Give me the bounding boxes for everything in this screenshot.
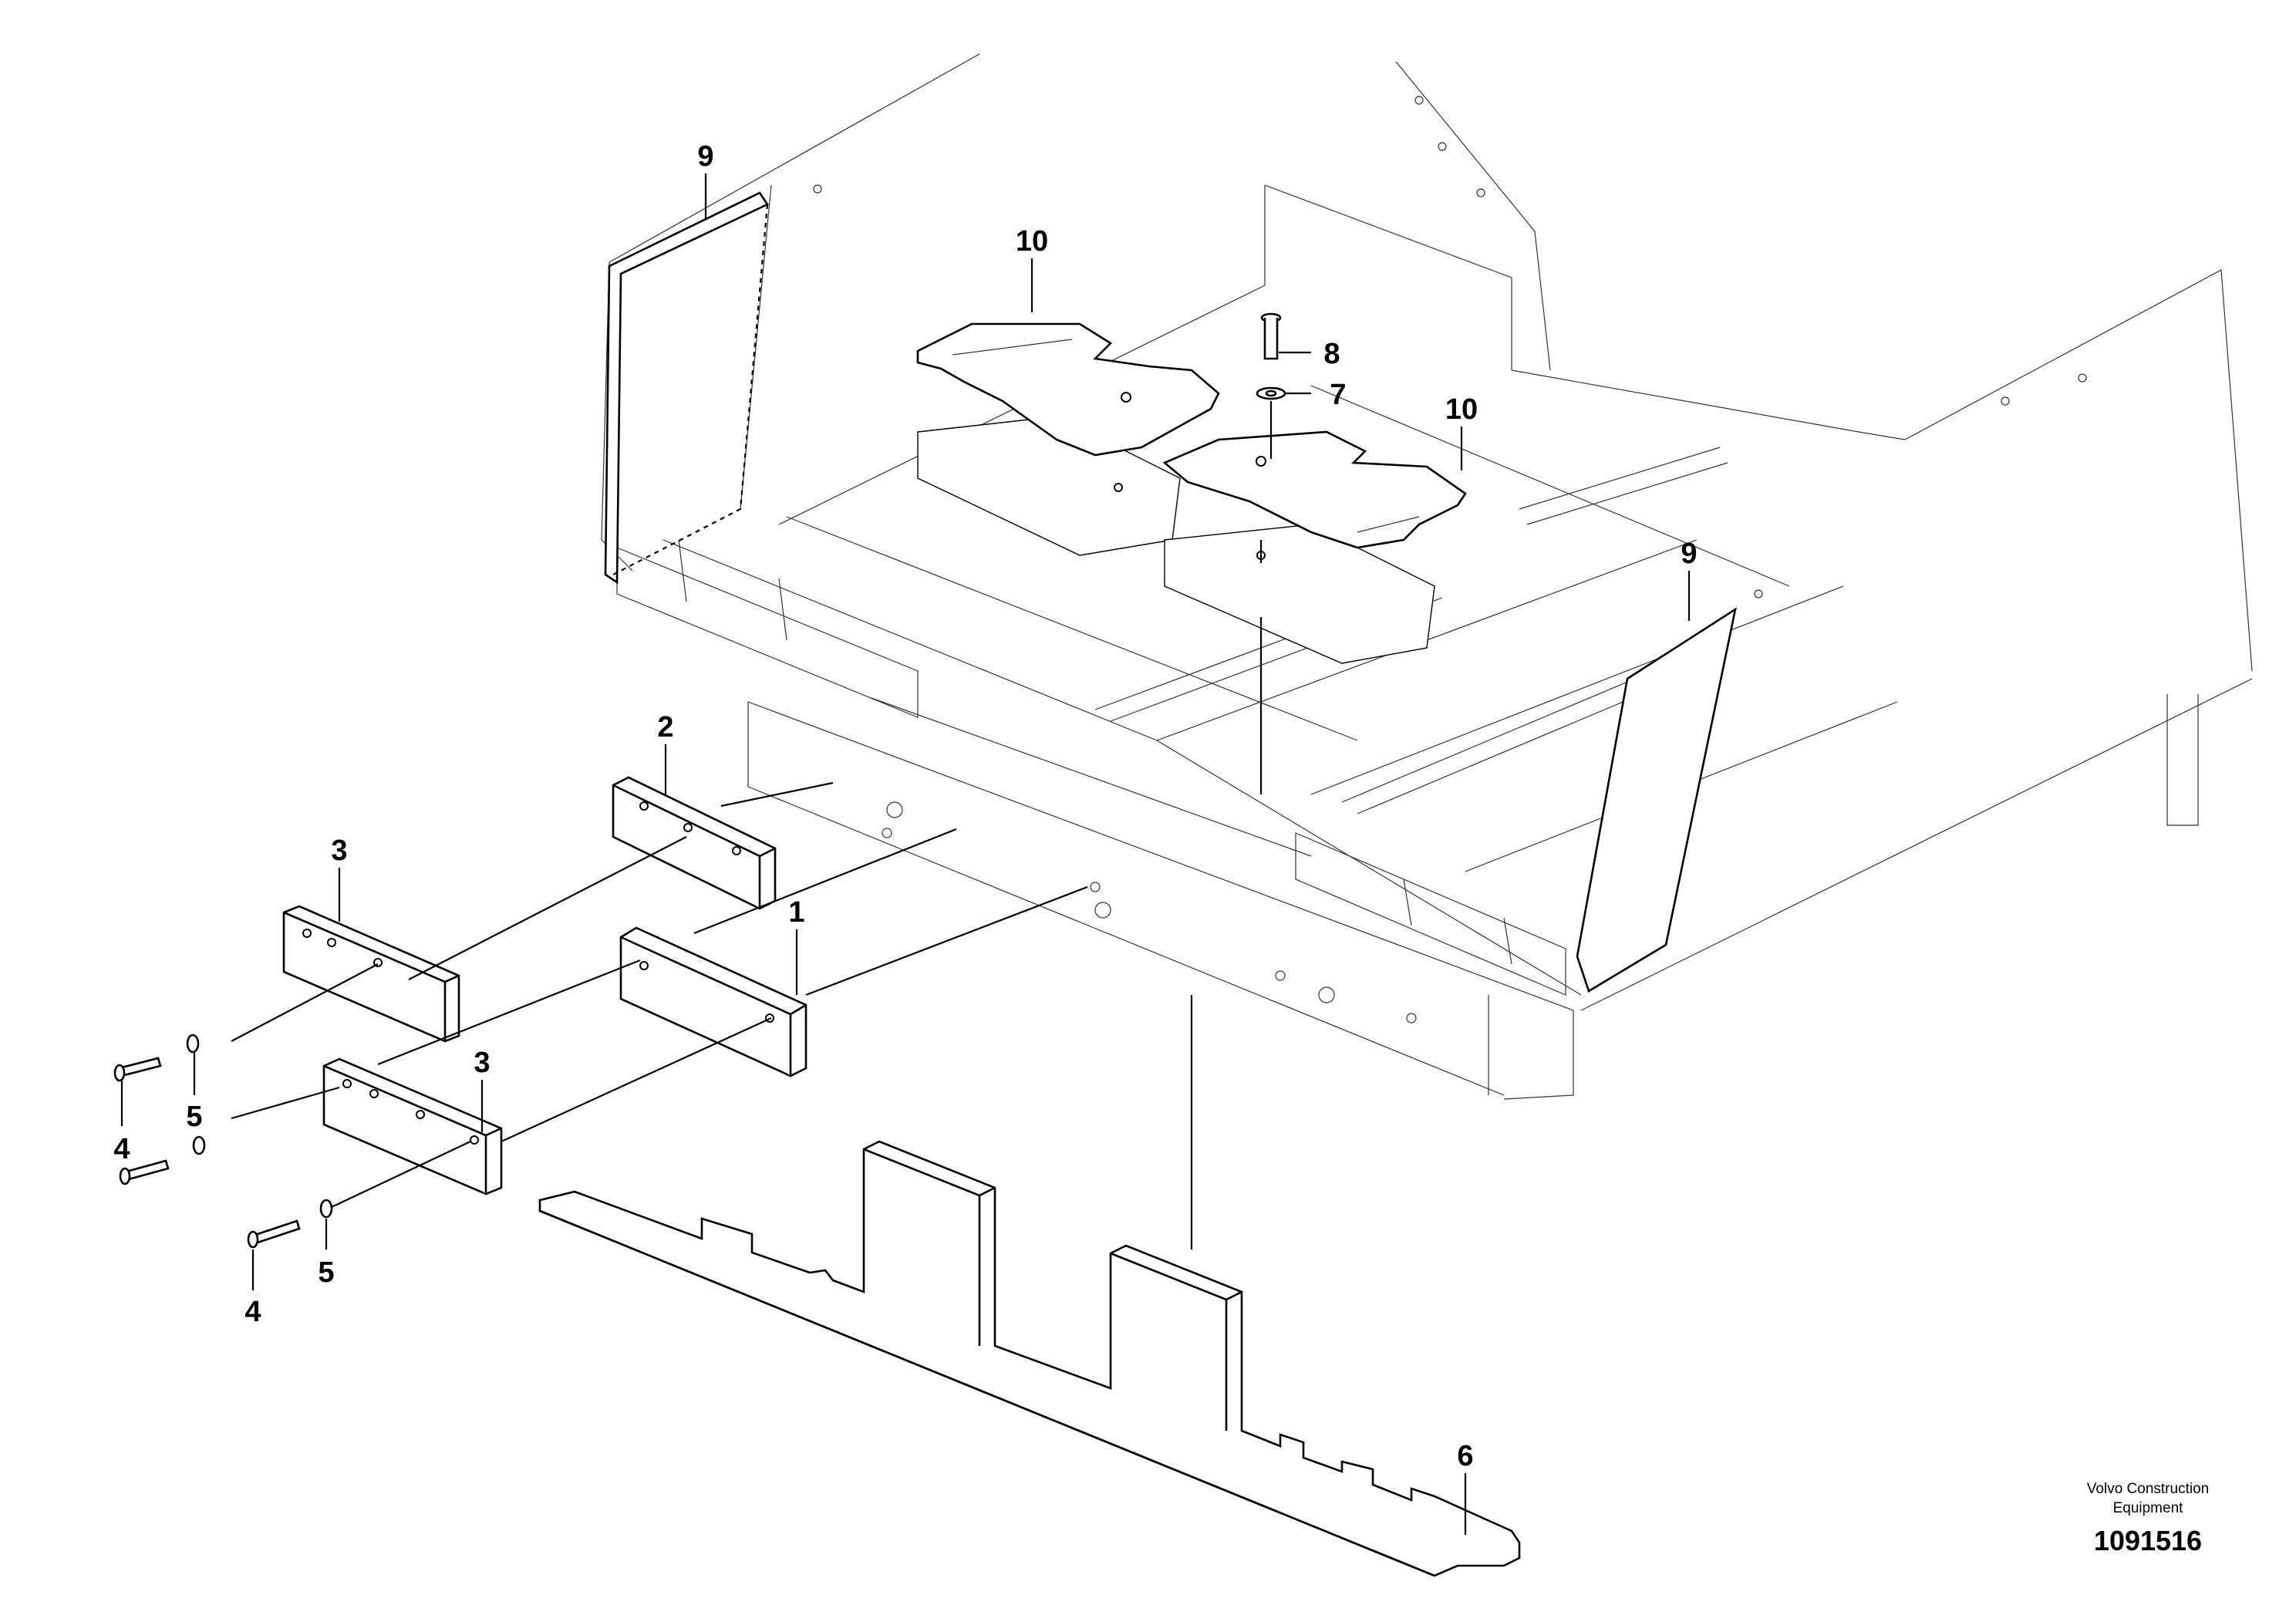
callout-10-lower: 10 [1445,393,1478,426]
hopper-frame [601,53,2253,1100]
part-5-washer-middle [192,1135,206,1155]
callout-1: 1 [788,896,804,929]
brand-block: Volvo Construction Equipment 1091516 [2087,1481,2209,1556]
part-7-washer [1256,386,1286,563]
callout-3-upper: 3 [331,835,347,867]
callout-2: 2 [657,711,673,744]
part-4-bolt-lower [247,1219,301,1249]
callout-4-upper: 4 [113,1133,130,1165]
part-9-right-seal [1576,607,1737,993]
callout-8: 8 [1323,338,1340,370]
callout-9-left: 9 [697,140,713,173]
part-1-block [619,828,1088,1077]
part-4-bolt-middle [119,1159,170,1185]
part-2-block [612,776,834,910]
callout-6: 6 [1457,1440,1473,1472]
callout-7: 7 [1330,379,1346,411]
callout-10-upper: 10 [1016,225,1048,258]
part-6-seal-strip [538,1140,1521,1577]
brand-subtitle: Equipment [2113,1500,2184,1516]
part-4-bolt-upper [113,1057,162,1082]
callout-leaders [120,174,1691,1535]
document-number: 1091516 [2094,1525,2202,1556]
callout-4-lower: 4 [244,1296,261,1328]
part-3-plate-upper [231,836,687,1043]
part-9-left-seal [604,191,769,585]
part-8-bolt [1260,312,1282,360]
callout-5-upper: 5 [186,1101,202,1133]
callout-labels: 1 2 3 3 4 4 5 5 6 7 8 9 9 10 10 [113,140,1697,1472]
callout-9-right: 9 [1681,538,1697,570]
brand-name: Volvo Construction [2087,1481,2209,1497]
part-10-plates [916,322,1467,560]
part-5-washer-lower [319,1199,333,1219]
callout-3-lower: 3 [474,1047,490,1079]
part-3-plate-lower [231,959,772,1208]
part-5-washer-upper [186,1034,200,1054]
callout-5-lower: 5 [318,1256,334,1289]
